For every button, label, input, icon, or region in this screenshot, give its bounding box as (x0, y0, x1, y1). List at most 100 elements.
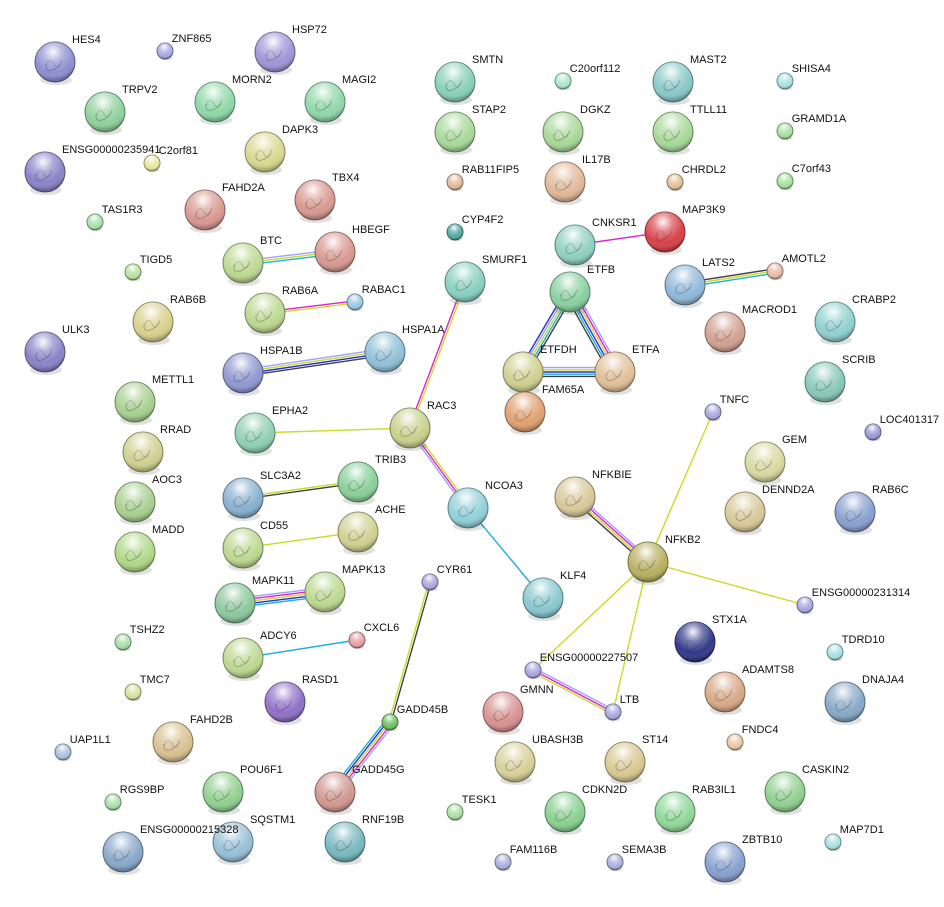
node-magi2[interactable] (304, 81, 346, 125)
node-ensg00000227507[interactable] (524, 661, 542, 680)
node-mast2[interactable] (652, 61, 694, 105)
node-smurf1[interactable] (444, 261, 486, 305)
node-tdrd10[interactable] (826, 643, 844, 662)
node-scrib[interactable] (804, 361, 846, 405)
node-adamts8[interactable] (704, 671, 746, 715)
node-rasd1[interactable] (264, 681, 306, 725)
node-cnksr1[interactable] (554, 224, 596, 268)
node-rac3[interactable] (389, 407, 431, 451)
node-znf865[interactable] (156, 42, 174, 61)
node-ensg00000231314[interactable] (796, 596, 814, 615)
node-st14[interactable] (604, 741, 646, 785)
node-rab6c[interactable] (834, 491, 876, 535)
node-fam65a[interactable] (504, 391, 546, 435)
node-tigd5[interactable] (124, 263, 142, 282)
node-cyr61[interactable] (421, 573, 439, 592)
node-rab3il1[interactable] (654, 791, 696, 835)
node-rgs9bp[interactable] (104, 793, 122, 812)
node-tbx4[interactable] (294, 179, 336, 223)
node-dennd2a[interactable] (724, 491, 766, 535)
node-dapk3[interactable] (244, 131, 286, 175)
node-crabp2[interactable] (814, 301, 856, 345)
node-c20orf112[interactable] (554, 72, 572, 91)
node-morn2[interactable] (194, 81, 236, 125)
node-macrod1[interactable] (704, 311, 746, 355)
node-map3k9[interactable] (644, 211, 686, 255)
node-shisa4[interactable] (776, 72, 794, 91)
node-etfdh[interactable] (502, 351, 544, 395)
node-etfb[interactable] (549, 271, 591, 315)
node-fndc4[interactable] (726, 733, 744, 752)
node-fam116b[interactable] (494, 853, 512, 872)
edge-nfkb2-ltb[interactable] (612, 561, 649, 713)
node-pou6f1[interactable] (202, 771, 244, 815)
node-uap1l1[interactable] (54, 743, 72, 762)
node-nfkbie[interactable] (554, 476, 596, 520)
edge-nfkb2-ensg00000227507[interactable] (532, 561, 649, 671)
node-dgkz[interactable] (542, 111, 584, 155)
node-caskin2[interactable] (764, 771, 806, 815)
node-smtn[interactable] (434, 61, 476, 105)
node-ache[interactable] (337, 511, 379, 555)
node-tmc7[interactable] (124, 683, 142, 702)
node-rnf19b[interactable] (324, 821, 366, 865)
node-rrad[interactable] (122, 431, 164, 475)
node-btc[interactable] (222, 242, 264, 286)
node-etfa[interactable] (594, 351, 636, 395)
node-ltb[interactable] (604, 703, 622, 722)
node-rabac1[interactable] (346, 293, 364, 312)
edge-epha2-rac3[interactable] (254, 427, 411, 434)
node-map7d1[interactable] (824, 833, 842, 852)
edge-nfkb2-ensg00000231314[interactable] (647, 561, 806, 606)
node-hspa1b[interactable] (222, 352, 264, 396)
node-sqstm1[interactable] (212, 821, 254, 865)
node-chrdl2[interactable] (666, 173, 684, 192)
node-aoc3[interactable] (114, 481, 156, 525)
node-adcy6[interactable] (222, 637, 264, 681)
node-epha2[interactable] (234, 412, 276, 456)
node-madd[interactable] (114, 531, 156, 575)
node-gem[interactable] (744, 441, 786, 485)
node-mapk11[interactable] (214, 582, 256, 626)
node-cyp4f2[interactable] (446, 223, 464, 242)
edge-hspa1b-hspa1a[interactable] (242, 348, 386, 377)
node-rab6b[interactable] (132, 301, 174, 345)
edge-cyr61-gadd45b[interactable] (388, 581, 432, 723)
node-mettl1[interactable] (114, 381, 156, 425)
node-ulk3[interactable] (24, 331, 66, 375)
node-il17b[interactable] (544, 161, 586, 205)
node-trpv2[interactable] (84, 91, 126, 135)
node-klf4[interactable] (522, 577, 564, 621)
node-ttll11[interactable] (652, 111, 694, 155)
node-cd55[interactable] (222, 527, 264, 571)
node-gmnn[interactable] (482, 691, 524, 735)
node-sema3b[interactable] (606, 853, 624, 872)
node-mapk13[interactable] (304, 571, 346, 615)
node-rab11fip5[interactable] (446, 173, 464, 192)
edge-nfkb2-tnfc[interactable] (647, 411, 714, 563)
node-amotl2[interactable] (766, 262, 784, 281)
node-tas1r3[interactable] (86, 213, 104, 232)
node-stap2[interactable] (434, 111, 476, 155)
node-tnfc[interactable] (704, 403, 722, 422)
node-ubash3b[interactable] (494, 741, 536, 785)
node-c2orf81[interactable] (143, 154, 161, 173)
node-ncoa3[interactable] (447, 487, 489, 531)
node-trib3[interactable] (337, 461, 379, 505)
node-tshz2[interactable] (114, 633, 132, 652)
node-gadd45b[interactable] (381, 713, 399, 732)
node-cdkn2d[interactable] (544, 791, 586, 835)
node-dnaja4[interactable] (824, 681, 866, 725)
node-hsp72[interactable] (254, 31, 296, 75)
node-gadd45g[interactable] (314, 771, 356, 815)
node-fahd2a[interactable] (184, 189, 226, 233)
node-lats2[interactable] (664, 264, 706, 308)
node-hspa1a[interactable] (364, 331, 406, 375)
node-c7orf43[interactable] (776, 172, 794, 191)
node-cxcl6[interactable] (348, 631, 366, 650)
edge-ensg00000227507-ltb[interactable] (531, 667, 615, 715)
node-zbtb10[interactable] (704, 841, 746, 885)
node-hbegf[interactable] (314, 231, 356, 275)
node-ensg00000235941[interactable] (24, 151, 66, 195)
edge-smurf1-rac3[interactable] (408, 281, 467, 429)
